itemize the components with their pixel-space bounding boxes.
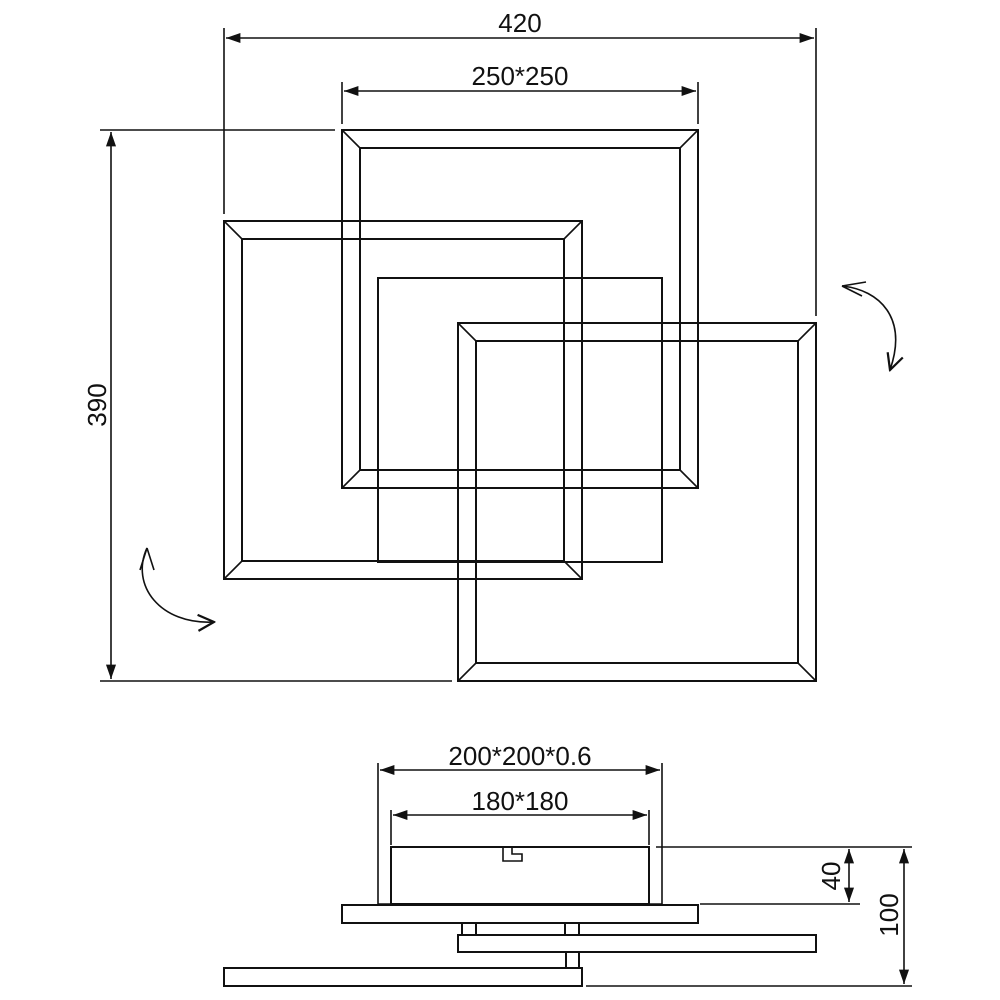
- dimension-base-inner: 180*180: [393, 786, 647, 821]
- dimension-label-40: 40: [816, 862, 846, 891]
- rotation-arrow-right-icon: [841, 285, 896, 370]
- top-view: 420 250*250 390: [82, 8, 896, 682]
- dimension-base-plate: 200*200*0.6: [380, 741, 660, 776]
- spacer-lower: [565, 951, 580, 969]
- frame-bar-middle: [457, 934, 817, 953]
- dimension-label-390: 390: [82, 383, 112, 426]
- dimension-label-420: 420: [498, 8, 541, 38]
- dimension-overall-width: 420: [223, 8, 817, 316]
- dimension-label-200: 200*200*0.6: [448, 741, 591, 771]
- dimension-label-100: 100: [874, 893, 904, 936]
- dimension-total-height: 100: [586, 846, 912, 987]
- dimension-label-180: 180*180: [472, 786, 569, 816]
- frame-bar-lower: [223, 967, 583, 987]
- rotation-arrow-left-tail-icon: [139, 547, 155, 571]
- frame-top-right: [341, 129, 699, 489]
- dimension-label-250: 250*250: [472, 61, 569, 91]
- dimension-frame-size: 250*250: [341, 61, 699, 124]
- dimension-overall-height: 390: [82, 129, 452, 682]
- center-back-panel: [377, 277, 663, 563]
- base-box: [377, 763, 663, 905]
- frame-bottom-right: [457, 322, 817, 682]
- frame-left: [223, 220, 583, 580]
- frame-bar-upper: [341, 904, 699, 924]
- spacer-upper-right: [564, 922, 580, 936]
- side-view: 200*200*0.6 180*180 40 100: [223, 741, 912, 987]
- spacer-upper: [461, 922, 477, 936]
- dimension-base-height: 40: [656, 846, 860, 905]
- rotation-arrow-right-tail-icon: [841, 281, 867, 297]
- rotation-arrow-left-icon: [141, 547, 214, 622]
